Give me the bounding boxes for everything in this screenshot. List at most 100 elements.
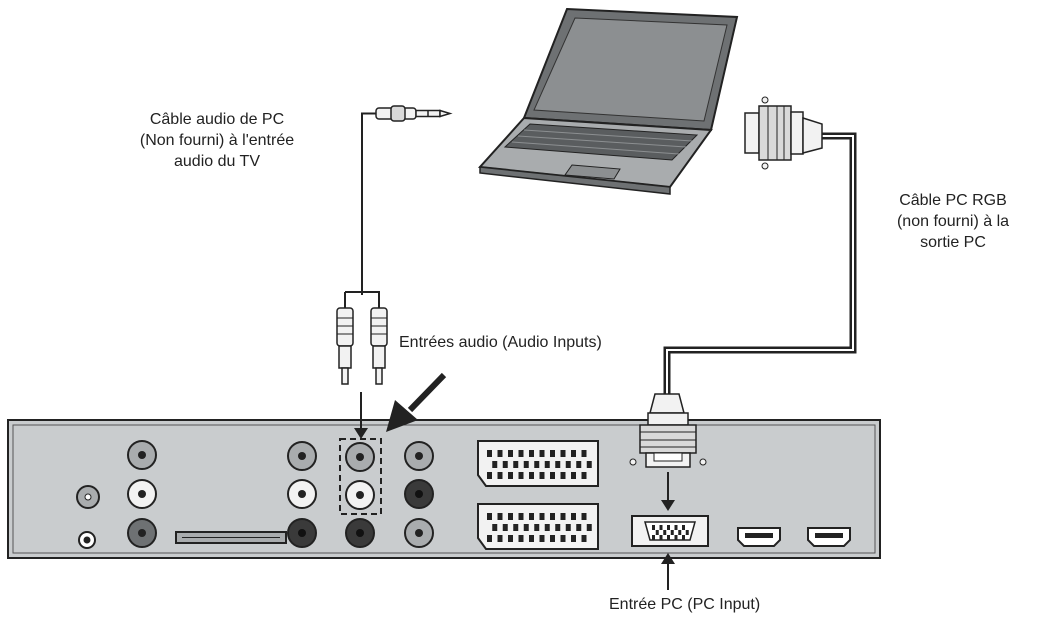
connector-pin [529,513,534,520]
vga-connector-icon [744,96,823,170]
vga-connector-icon [629,393,707,468]
connector-pin [674,525,678,530]
audio-inputs-label: Entrées audio (Audio Inputs) [399,334,602,351]
hdmi-socket-icon [807,527,851,547]
vga-cable [663,132,857,395]
connector-pin [550,472,555,479]
rca-jacks-column-1 [127,440,157,548]
connector-pin [560,472,566,479]
connector-pin [513,461,519,468]
connector-pin [652,525,655,530]
connector-pin [659,525,663,530]
connector-pin [576,461,582,468]
connector-pin [571,513,576,520]
pc-input-label: Entrée PC (PC Input) [609,596,761,613]
connector-pin [497,513,503,520]
connector-pin [586,461,592,468]
connector-pin [581,535,587,542]
connector-pin [550,513,555,520]
connector-pin [539,450,545,457]
connector-pin [487,513,492,520]
connector-pin [513,524,519,531]
connector-pin [508,472,513,479]
pc-rgb-cable-label-line-2: (non fourni) à la [896,213,1010,230]
connector-pin [678,530,682,535]
pc-audio-cable-label-line-3: audio du TV [174,153,260,170]
headphone-jack [78,531,96,549]
card-slot [175,531,287,544]
connector-pin [682,535,685,540]
scart-socket-icon [477,503,599,550]
connector-pin [663,530,667,535]
pc-audio-cable-label: Câble audio de PC (Non fourni) à l'entré… [112,109,322,172]
connector-pin [550,450,555,457]
connector-pin [555,461,561,468]
connector-pin [539,513,545,520]
hdmi-socket-icon [737,527,781,547]
connector-pin [581,513,587,520]
pc-rgb-cable-label-line-1: Câble PC RGB [899,192,1007,209]
connector-pin [497,450,503,457]
connector-pin [670,530,674,535]
audio-cable [344,112,380,308]
connector-pin [497,535,503,542]
connector-pin [571,535,576,542]
arrow-icon [661,472,675,511]
connector-pin [534,461,540,468]
connector-pin [667,525,670,530]
connector-pin [674,535,678,540]
connector-pin [539,472,545,479]
connector-pin [682,525,685,530]
rca-jacks-column-4 [404,441,434,548]
rca-plug-icon [370,307,388,385]
connector-pin [560,450,566,457]
connector-pin [581,472,587,479]
connector-pin [529,450,534,457]
connector-pin [667,535,670,540]
connector-pin [523,524,529,531]
mini-jack-plug-icon [375,105,453,122]
connector-pin [502,524,508,531]
connector-pin [560,535,566,542]
connector-pin [529,472,534,479]
rca-plug-icon [336,307,354,385]
connector-pin [685,530,689,535]
connector-pin [539,535,545,542]
connector-pin [565,524,571,531]
arrow-icon [661,553,675,590]
connector-pin [508,450,513,457]
connector-pin [508,535,513,542]
laptop-icon [477,7,739,195]
connector-pin [655,530,659,535]
connector-pin [529,535,534,542]
connector-pin [487,450,492,457]
connector-pin [581,450,587,457]
pc-audio-cable-label-line-1: Câble audio de PC [149,111,285,128]
pc-rgb-cable-label: Câble PC RGB (non fourni) à la sortie PC [868,190,1038,253]
audio-input-jacks [339,438,382,548]
connector-pin [502,461,508,468]
connector-pin [544,524,550,531]
arrow-icon [386,372,447,432]
connector-pin [652,535,655,540]
connector-pin [576,524,582,531]
connector-pin [586,524,592,531]
connector-pin [487,472,492,479]
connector-pin [508,513,513,520]
connector-pin [518,513,524,520]
pc-audio-cable-label-line-2: (Non fourni) à l'entrée [139,132,295,149]
connector-pin [523,461,529,468]
connector-pin [497,472,503,479]
vga-socket [631,515,709,547]
connector-pin [560,513,566,520]
connector-pin [565,461,571,468]
connector-pin [518,472,524,479]
connector-pin [571,450,576,457]
connector-pin [659,535,663,540]
connector-pin [550,535,555,542]
connector-pin [518,535,524,542]
arrow-icon [354,392,368,439]
connector-pin [487,535,492,542]
connector-pin [492,461,498,468]
